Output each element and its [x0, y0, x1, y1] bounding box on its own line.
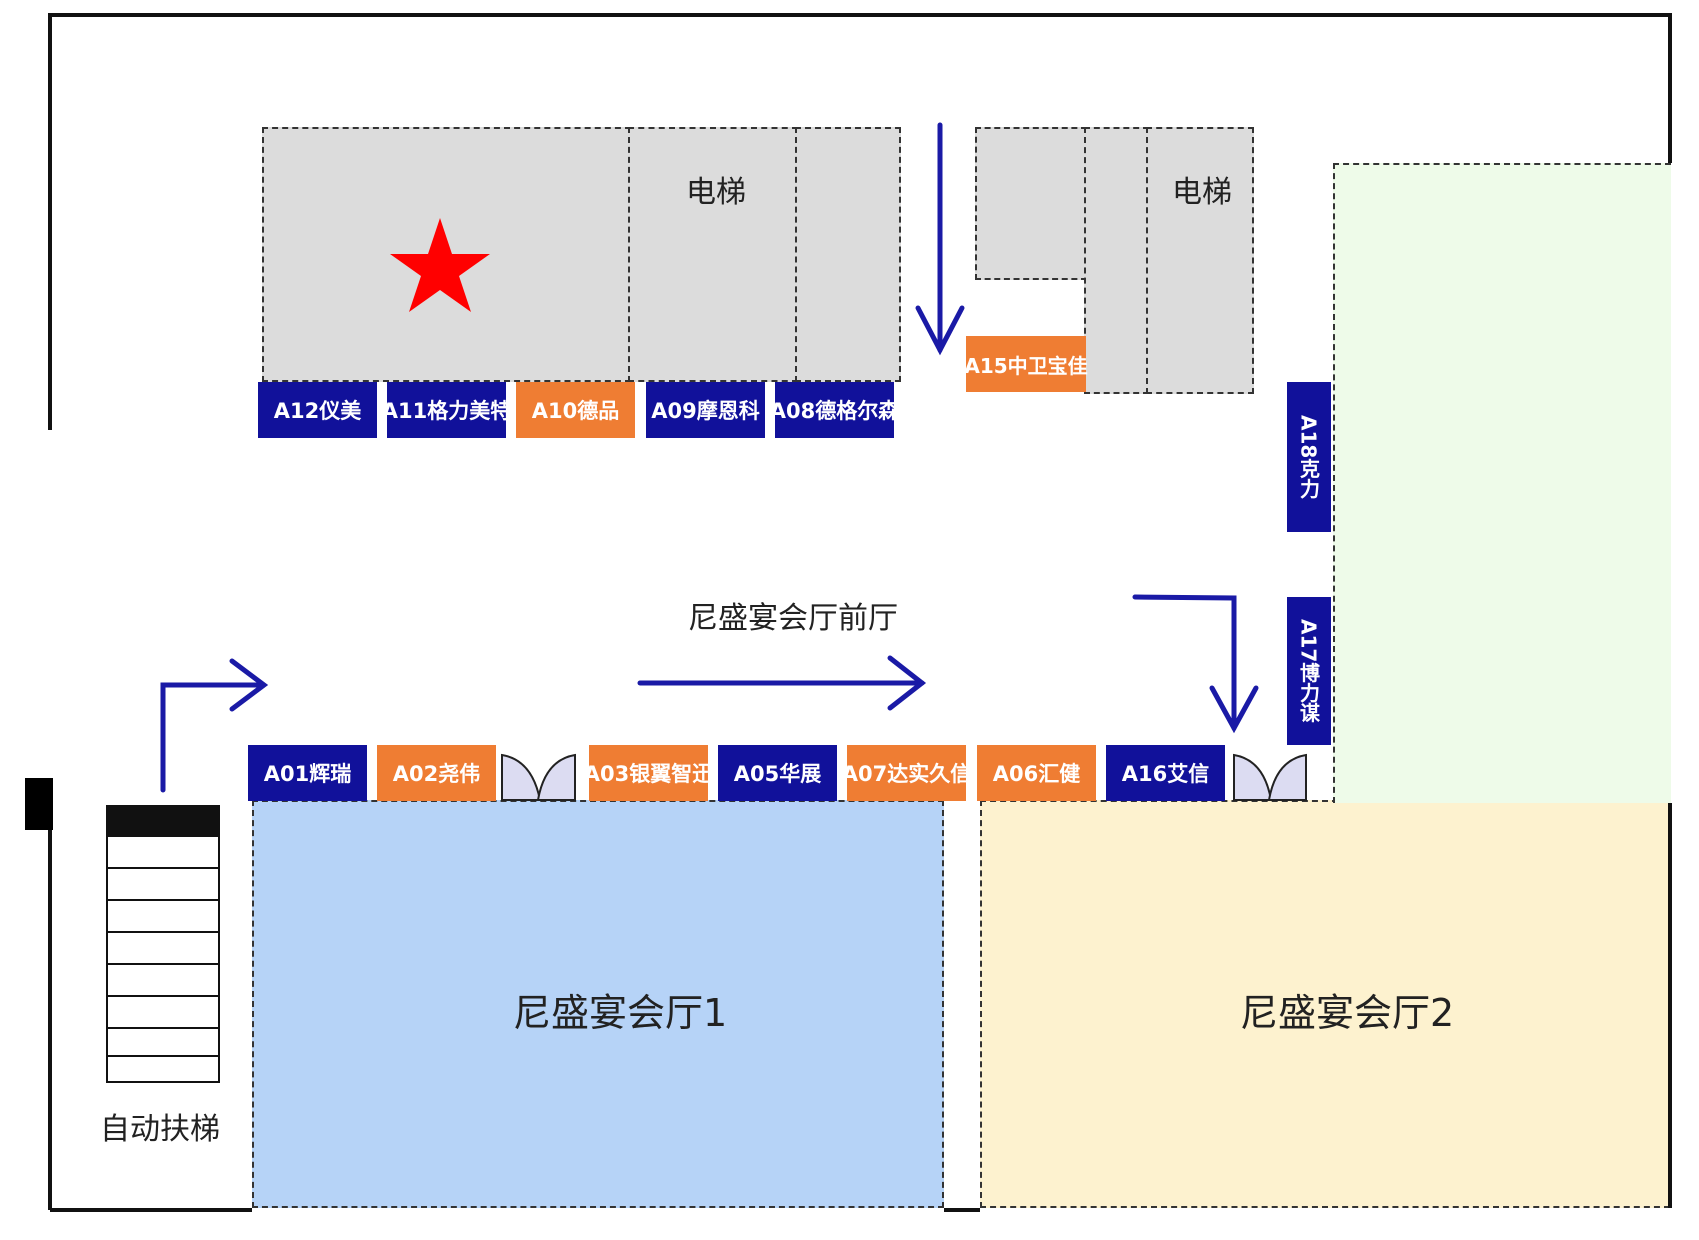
side-room-left [795, 127, 901, 382]
booth-a17-label: A17博力谋 [1296, 619, 1321, 723]
banquet-hall-2-area[interactable] [980, 800, 1670, 1208]
green-area [1333, 163, 1671, 803]
booth-a07[interactable]: A07达实久信 [842, 745, 971, 801]
booth-a17[interactable]: A17博力谋 [1287, 597, 1331, 745]
escalator-step [108, 963, 218, 965]
hall1-label: 尼盛宴会厅1 [513, 991, 728, 1035]
entrance-marker [25, 778, 53, 830]
escalator-step [108, 1055, 218, 1057]
booth-a16[interactable]: A16艾信 [1106, 745, 1225, 801]
outer-wall [48, 13, 1672, 430]
booth-a06[interactable]: A06汇健 [977, 745, 1096, 801]
star-icon [390, 218, 490, 312]
elevator-left-label: 电梯 [686, 175, 746, 210]
banquet-hall-1-area[interactable] [252, 800, 944, 1208]
escalator-step [108, 1027, 218, 1029]
escalator [106, 805, 220, 1083]
escalator-step [108, 899, 218, 901]
escalator-step [108, 931, 218, 933]
door-left [501, 753, 576, 801]
booth-a05[interactable]: A05华展 [718, 745, 837, 801]
booth-a18[interactable]: A18克力 [1287, 382, 1331, 532]
elevator-right-label: 电梯 [1172, 175, 1232, 210]
arrow-down-top [915, 122, 965, 356]
hall2-label: 尼盛宴会厅2 [1240, 991, 1455, 1035]
escalator-top-band [108, 807, 218, 837]
booth-a11[interactable]: A11格力美特 [382, 382, 511, 438]
booth-a03[interactable]: A03银翼智迅 [584, 745, 713, 801]
booth-a12[interactable]: A12仪美 [258, 382, 377, 438]
arrow-lobby-right [637, 655, 927, 711]
booth-a09[interactable]: A09摩恩科 [646, 382, 765, 438]
arrow-down-to-door [1132, 594, 1259, 734]
booth-a01[interactable]: A01辉瑞 [248, 745, 367, 801]
escalator-step [108, 867, 218, 869]
door-right [1233, 753, 1307, 801]
booth-a08[interactable]: A08德格尔森 [770, 382, 899, 438]
escalator-step [108, 995, 218, 997]
escalator-label: 自动扶梯 [100, 1112, 220, 1147]
elevator-room-right [1146, 127, 1254, 394]
booth-a02[interactable]: A02尧伟 [377, 745, 496, 801]
booth-a15[interactable]: A15中卫宝佳 [964, 336, 1088, 392]
arrow-escalator-up-right [160, 658, 269, 793]
lobby-label: 尼盛宴会厅前厅 [688, 601, 898, 636]
booth-a18-label: A18克力 [1296, 415, 1321, 499]
booth-a10[interactable]: A10德品 [516, 382, 635, 438]
